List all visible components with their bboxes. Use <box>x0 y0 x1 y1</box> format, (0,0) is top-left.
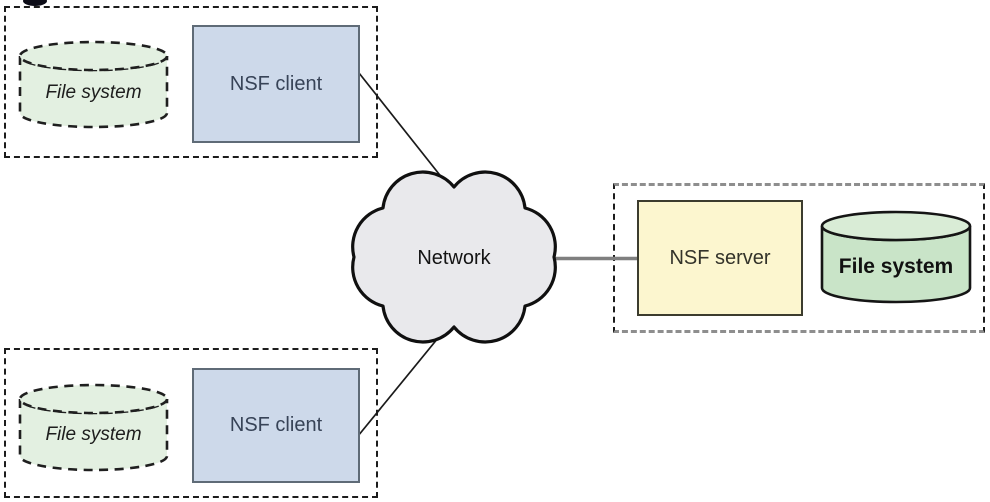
client-group-bottom-container <box>4 348 378 498</box>
cylinder-body <box>18 55 169 129</box>
client-group-top-container <box>4 6 378 158</box>
cropped-text-artifact <box>23 0 47 6</box>
cylinder-top <box>18 383 169 415</box>
file-system-label-top: File system <box>45 82 142 103</box>
cylinder-body <box>18 398 169 472</box>
nsf-server-label: NSF server <box>669 246 771 269</box>
network-label: Network <box>417 246 491 269</box>
nsf-client-box-bottom: NSF client <box>192 368 360 483</box>
cylinder-top <box>18 40 169 72</box>
nsf-client-label-top: NSF client <box>229 72 323 95</box>
file-system-label-bottom: File system <box>45 424 142 445</box>
network-cloud-shape <box>351 170 557 344</box>
nsf-client-label-bottom: NSF client <box>229 414 323 436</box>
file-system-label-server: File system <box>838 255 954 278</box>
file-system-cylinder-bottom <box>18 383 169 472</box>
nsf-client-box-top: NSF client <box>192 25 360 143</box>
nsf-server-box: NSF server <box>637 200 803 316</box>
cylinder-top <box>820 210 972 242</box>
file-system-cylinder-server <box>820 210 972 304</box>
file-system-cylinder-top <box>18 40 169 129</box>
